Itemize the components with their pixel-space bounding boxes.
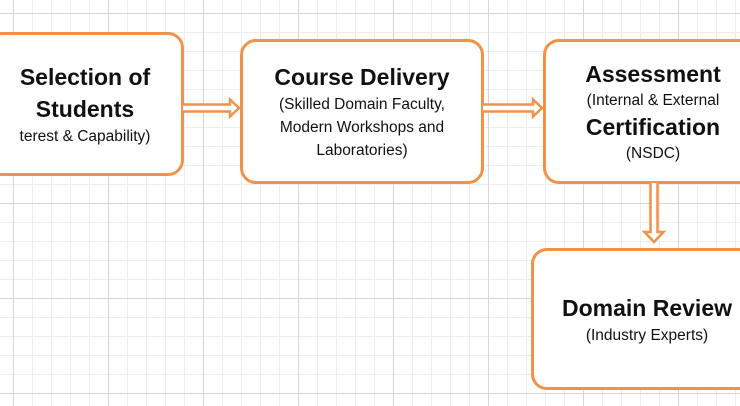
step-assessment-detail-line1: (Internal & External — [586, 91, 720, 109]
arrow-delivery-to-assessment — [483, 96, 544, 120]
step-delivery-detail-line1: (Skilled Domain Faculty, — [279, 96, 445, 113]
step-delivery-box: Course Delivery (Skilled Domain Faculty,… — [240, 39, 484, 184]
step-domain-review-title: Domain Review — [562, 294, 732, 321]
step-assessment-title-line1: Assessment — [585, 60, 721, 87]
step-selection-title-line1: Selection of — [19, 63, 151, 90]
step-domain-review-box: Domain Review (Industry Experts) — [531, 248, 740, 390]
arrow-selection-to-delivery — [183, 96, 241, 120]
arrow-assessment-to-domain-review — [641, 183, 667, 244]
step-delivery-title: Course Delivery — [274, 64, 450, 90]
step-assessment-box: Assessment (Internal & External Certific… — [543, 39, 740, 184]
step-domain-review-subtitle: (Industry Experts) — [585, 326, 709, 344]
step-delivery-detail-line2: Modern Workshops and — [279, 119, 445, 136]
step-assessment-title-line2: Certification — [585, 113, 721, 140]
step-delivery-detail-line3: Laboratories) — [316, 142, 408, 159]
step-selection-title-line2: Students — [35, 95, 135, 122]
step-selection-box: Selection of Students terest & Capabilit… — [0, 32, 184, 176]
step-assessment-detail-line2: (NSDC) — [625, 144, 681, 162]
step-selection-subtitle: terest & Capability) — [19, 127, 151, 145]
